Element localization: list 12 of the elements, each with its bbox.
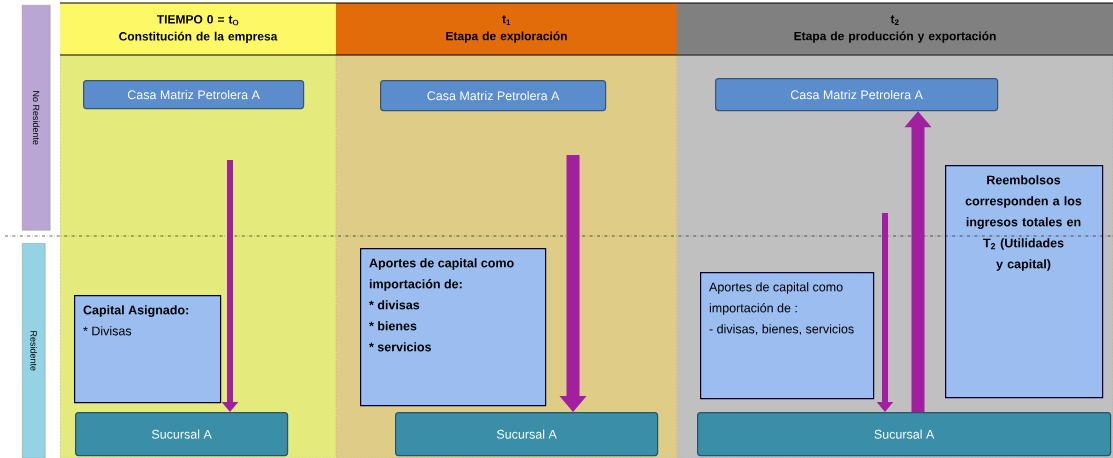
text-box: Reembolsos corresponden a los ingresos totales en T$_{2}$ (Utilidades y capital): [945, 165, 1104, 399]
side-band: Residente: [22, 243, 46, 458]
branch-box: Sucursal A: [395, 412, 659, 457]
side-band: No Residente: [22, 5, 51, 231]
text-box: Aportes de capital como importación de : - divisas, bienes, servicios: [700, 272, 875, 400]
text-box: Aportes de capital como importación de: * divisas * bienes * servicios: [360, 248, 547, 407]
branch-box: Sucursal A: [75, 412, 289, 457]
header-box: Casa Matriz Petrolera A: [380, 80, 607, 112]
text-box: Capital Asignado: * Divisas: [74, 295, 222, 404]
header-box: Casa Matriz Petrolera A: [83, 80, 305, 110]
branch-box: Sucursal A: [697, 412, 1112, 457]
header-box: Casa Matriz Petrolera A: [715, 78, 999, 112]
